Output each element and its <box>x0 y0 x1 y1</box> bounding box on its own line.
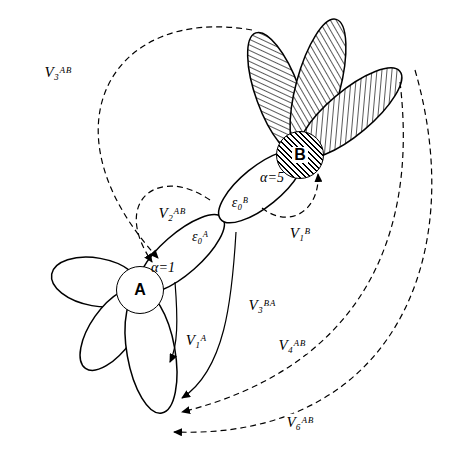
interaction-label: V₁ᴮ <box>288 225 313 242</box>
bond-lobe-b <box>208 138 314 235</box>
orbital-parameter: α=5 <box>258 170 286 185</box>
atom-label: A <box>132 282 148 298</box>
orbital-parameter: α=1 <box>149 260 177 275</box>
atom-label: B <box>292 147 308 163</box>
interaction-label: V₃ᴬᴮ <box>43 64 74 81</box>
interaction-label: V₁ᴬ <box>184 332 209 349</box>
orbital-parameter: ε₀ᴬ <box>190 229 210 244</box>
atom-a-lobes <box>48 203 236 418</box>
interaction-label: V₂ᴬᴮ <box>157 205 188 222</box>
interaction-label: V₆ᴬᴮ <box>285 414 316 431</box>
atom-b-lobes <box>235 14 414 172</box>
interaction-arrows <box>98 27 432 432</box>
interaction-label: V₃ᴮᴬ <box>247 297 278 314</box>
orbital-parameter: ε₀ᴮ <box>230 195 250 210</box>
interaction-label: V₄ᴬᴮ <box>277 337 308 354</box>
